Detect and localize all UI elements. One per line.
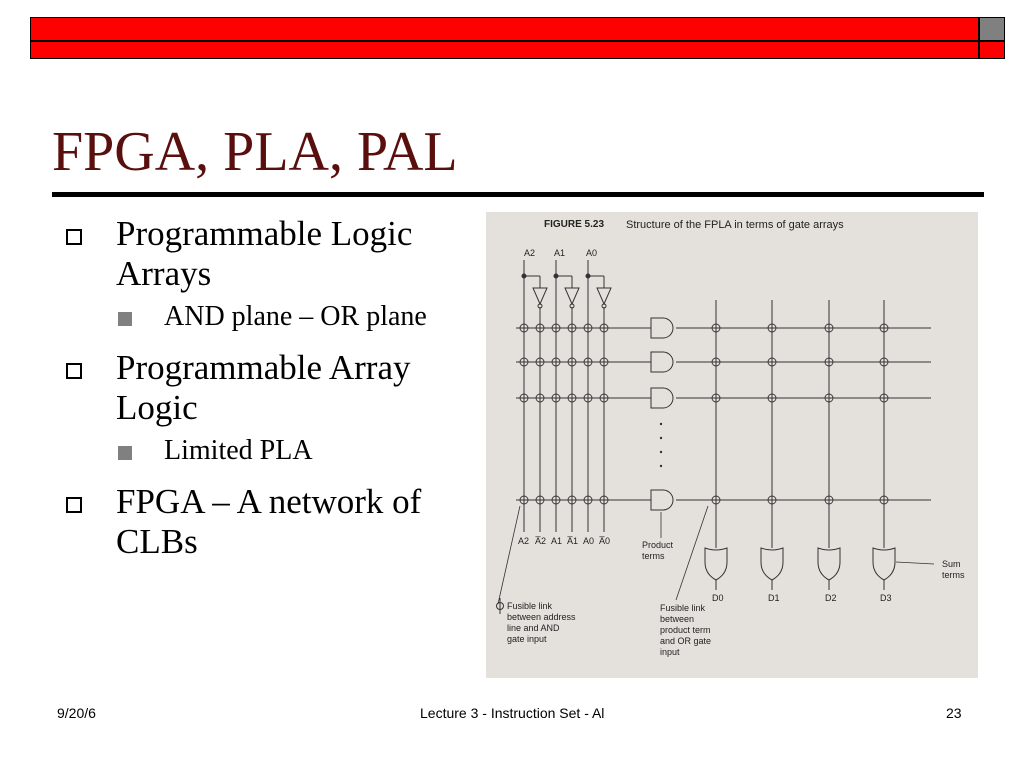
- address-label: A̅0: [599, 536, 610, 546]
- figure-label: FIGURE 5.23: [544, 219, 604, 230]
- sum-terms-label: Sum terms: [942, 559, 965, 580]
- inverter-icon: [596, 287, 612, 309]
- filled-square-bullet-icon: [118, 446, 132, 460]
- bullet-item: Programmable Logic Arrays: [62, 214, 482, 294]
- address-label: A̅1: [567, 536, 578, 546]
- fusible-link-and-label: Fusible link between address line and AN…: [507, 601, 578, 644]
- address-label: A2: [518, 536, 529, 546]
- inverter-icon: [564, 287, 580, 309]
- bullet-text: Programmable Logic Arrays: [116, 214, 413, 293]
- input-label-a2: A2: [524, 248, 535, 258]
- footer-page-number: 23: [946, 705, 962, 721]
- and-gate-icon: [650, 317, 674, 339]
- output-lines: [715, 580, 885, 590]
- junction-dot: [521, 273, 527, 279]
- or-gate-icon: [760, 547, 784, 581]
- output-label: D1: [768, 593, 780, 603]
- sub-bullet-text: Limited PLA: [164, 435, 313, 466]
- header-square-red: [979, 41, 1005, 59]
- address-label: A1: [551, 536, 562, 546]
- or-plane-fuse-icons: [711, 323, 889, 505]
- filled-square-bullet-icon: [118, 312, 132, 326]
- or-gate-icon: [872, 547, 896, 581]
- bullet-item: FPGA – A network of CLBs: [62, 482, 482, 562]
- address-label: A̅2: [535, 536, 546, 546]
- input-label-a0: A0: [586, 248, 597, 258]
- bullet-item: Programmable Array Logic: [62, 348, 482, 428]
- fusible-link-or-label: Fusible link between product term and OR…: [660, 603, 714, 657]
- junction-dot: [585, 273, 591, 279]
- title-underline: [52, 192, 984, 197]
- or-plane-lines: [715, 300, 885, 548]
- bullet-text: FPGA – A network of CLBs: [116, 482, 422, 561]
- ellipsis-dots: [659, 422, 663, 468]
- sub-bullet-item: AND plane – OR plane: [62, 300, 482, 334]
- hollow-square-bullet-icon: [66, 497, 82, 513]
- input-label-a1: A1: [554, 248, 565, 258]
- hollow-square-bullet-icon: [66, 229, 82, 245]
- sub-bullet-text: AND plane – OR plane: [164, 301, 427, 332]
- output-label: D3: [880, 593, 892, 603]
- output-label: D2: [825, 593, 837, 603]
- fpla-figure: FIGURE 5.23 Structure of the FPLA in ter…: [486, 212, 978, 678]
- bullet-list: Programmable Logic Arrays AND plane – OR…: [62, 214, 482, 574]
- and-gate-icon: [650, 387, 674, 409]
- address-lines: [523, 260, 605, 532]
- or-gate-icon: [817, 547, 841, 581]
- output-label: D0: [712, 593, 724, 603]
- sub-bullet-item: Limited PLA: [62, 434, 482, 468]
- header-bar-top: [30, 17, 979, 41]
- fuse-symbol-icon: [496, 598, 504, 614]
- product-term-lines: [516, 327, 931, 501]
- header-square-gray: [979, 17, 1005, 41]
- product-terms-label: Product terms: [642, 540, 676, 561]
- annotation-pointers: [497, 505, 935, 605]
- figure-caption: Structure of the FPLA in terms of gate a…: [626, 219, 844, 231]
- junction-dot: [553, 273, 559, 279]
- inverter-icon: [532, 287, 548, 309]
- address-label: A0: [583, 536, 594, 546]
- or-gate-icon: [704, 547, 728, 581]
- header-bar-bottom: [30, 41, 979, 59]
- and-plane-fuse-icons: [519, 323, 609, 505]
- and-gate-icon: [650, 489, 674, 511]
- footer-date: 9/20/6: [57, 705, 96, 721]
- and-gate-icon: [650, 351, 674, 373]
- slide-title: FPGA, PLA, PAL: [52, 121, 458, 183]
- hollow-square-bullet-icon: [66, 363, 82, 379]
- footer-title: Lecture 3 - Instruction Set - Al: [420, 705, 605, 721]
- bullet-text: Programmable Array Logic: [116, 348, 411, 427]
